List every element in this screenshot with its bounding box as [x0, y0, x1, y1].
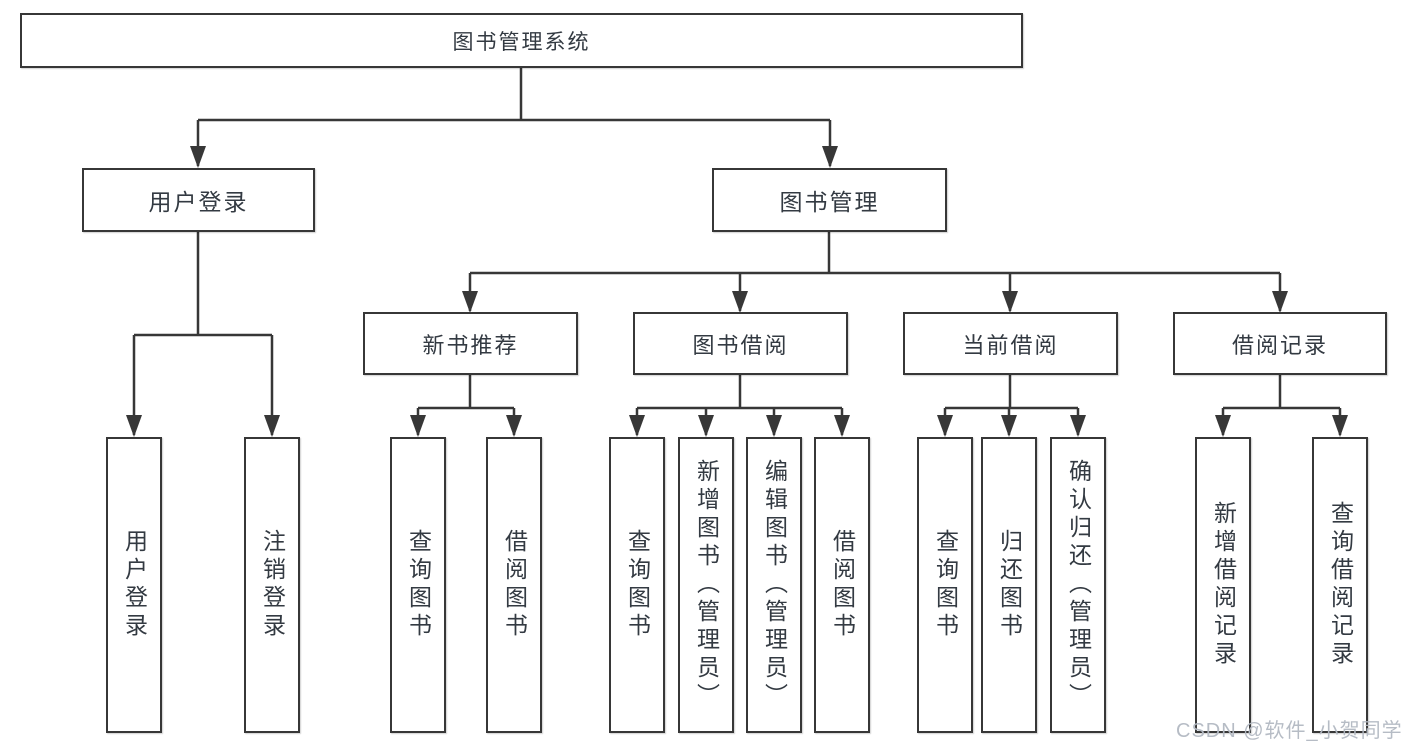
node-library-management-system: 图书管理系统 — [20, 13, 1023, 68]
node-borrow-records: 借阅记录 — [1173, 312, 1387, 375]
leaf-current-query-books: 查询图书 — [917, 437, 973, 733]
leaf-query-borrow-record: 查询借阅记录 — [1312, 437, 1368, 733]
node-current-borrow: 当前借阅 — [903, 312, 1118, 375]
leaf-borrow-query-books: 查询图书 — [609, 437, 665, 733]
node-book-borrow: 图书借阅 — [633, 312, 848, 375]
node-new-book-recommend: 新书推荐 — [363, 312, 578, 375]
leaf-add-borrow-record: 新增借阅记录 — [1195, 437, 1251, 733]
leaf-edit-books-admin: 编辑图书（管理员） — [746, 437, 802, 733]
leaf-user-login: 用户登录 — [106, 437, 162, 733]
leaf-return-books: 归还图书 — [981, 437, 1037, 733]
leaf-add-books-admin: 新增图书（管理员） — [678, 437, 734, 733]
leaf-confirm-return-admin: 确认归还（管理员） — [1050, 437, 1106, 733]
node-user-login: 用户登录 — [82, 168, 315, 232]
csdn-watermark: CSDN @软件_小贺同学 — [1176, 720, 1403, 742]
leaf-newbook-borrow-books: 借阅图书 — [486, 437, 542, 733]
leaf-borrow-books: 借阅图书 — [814, 437, 870, 733]
leaf-newbook-query-books: 查询图书 — [390, 437, 446, 733]
leaf-logout: 注销登录 — [244, 437, 300, 733]
node-book-management: 图书管理 — [712, 168, 947, 232]
